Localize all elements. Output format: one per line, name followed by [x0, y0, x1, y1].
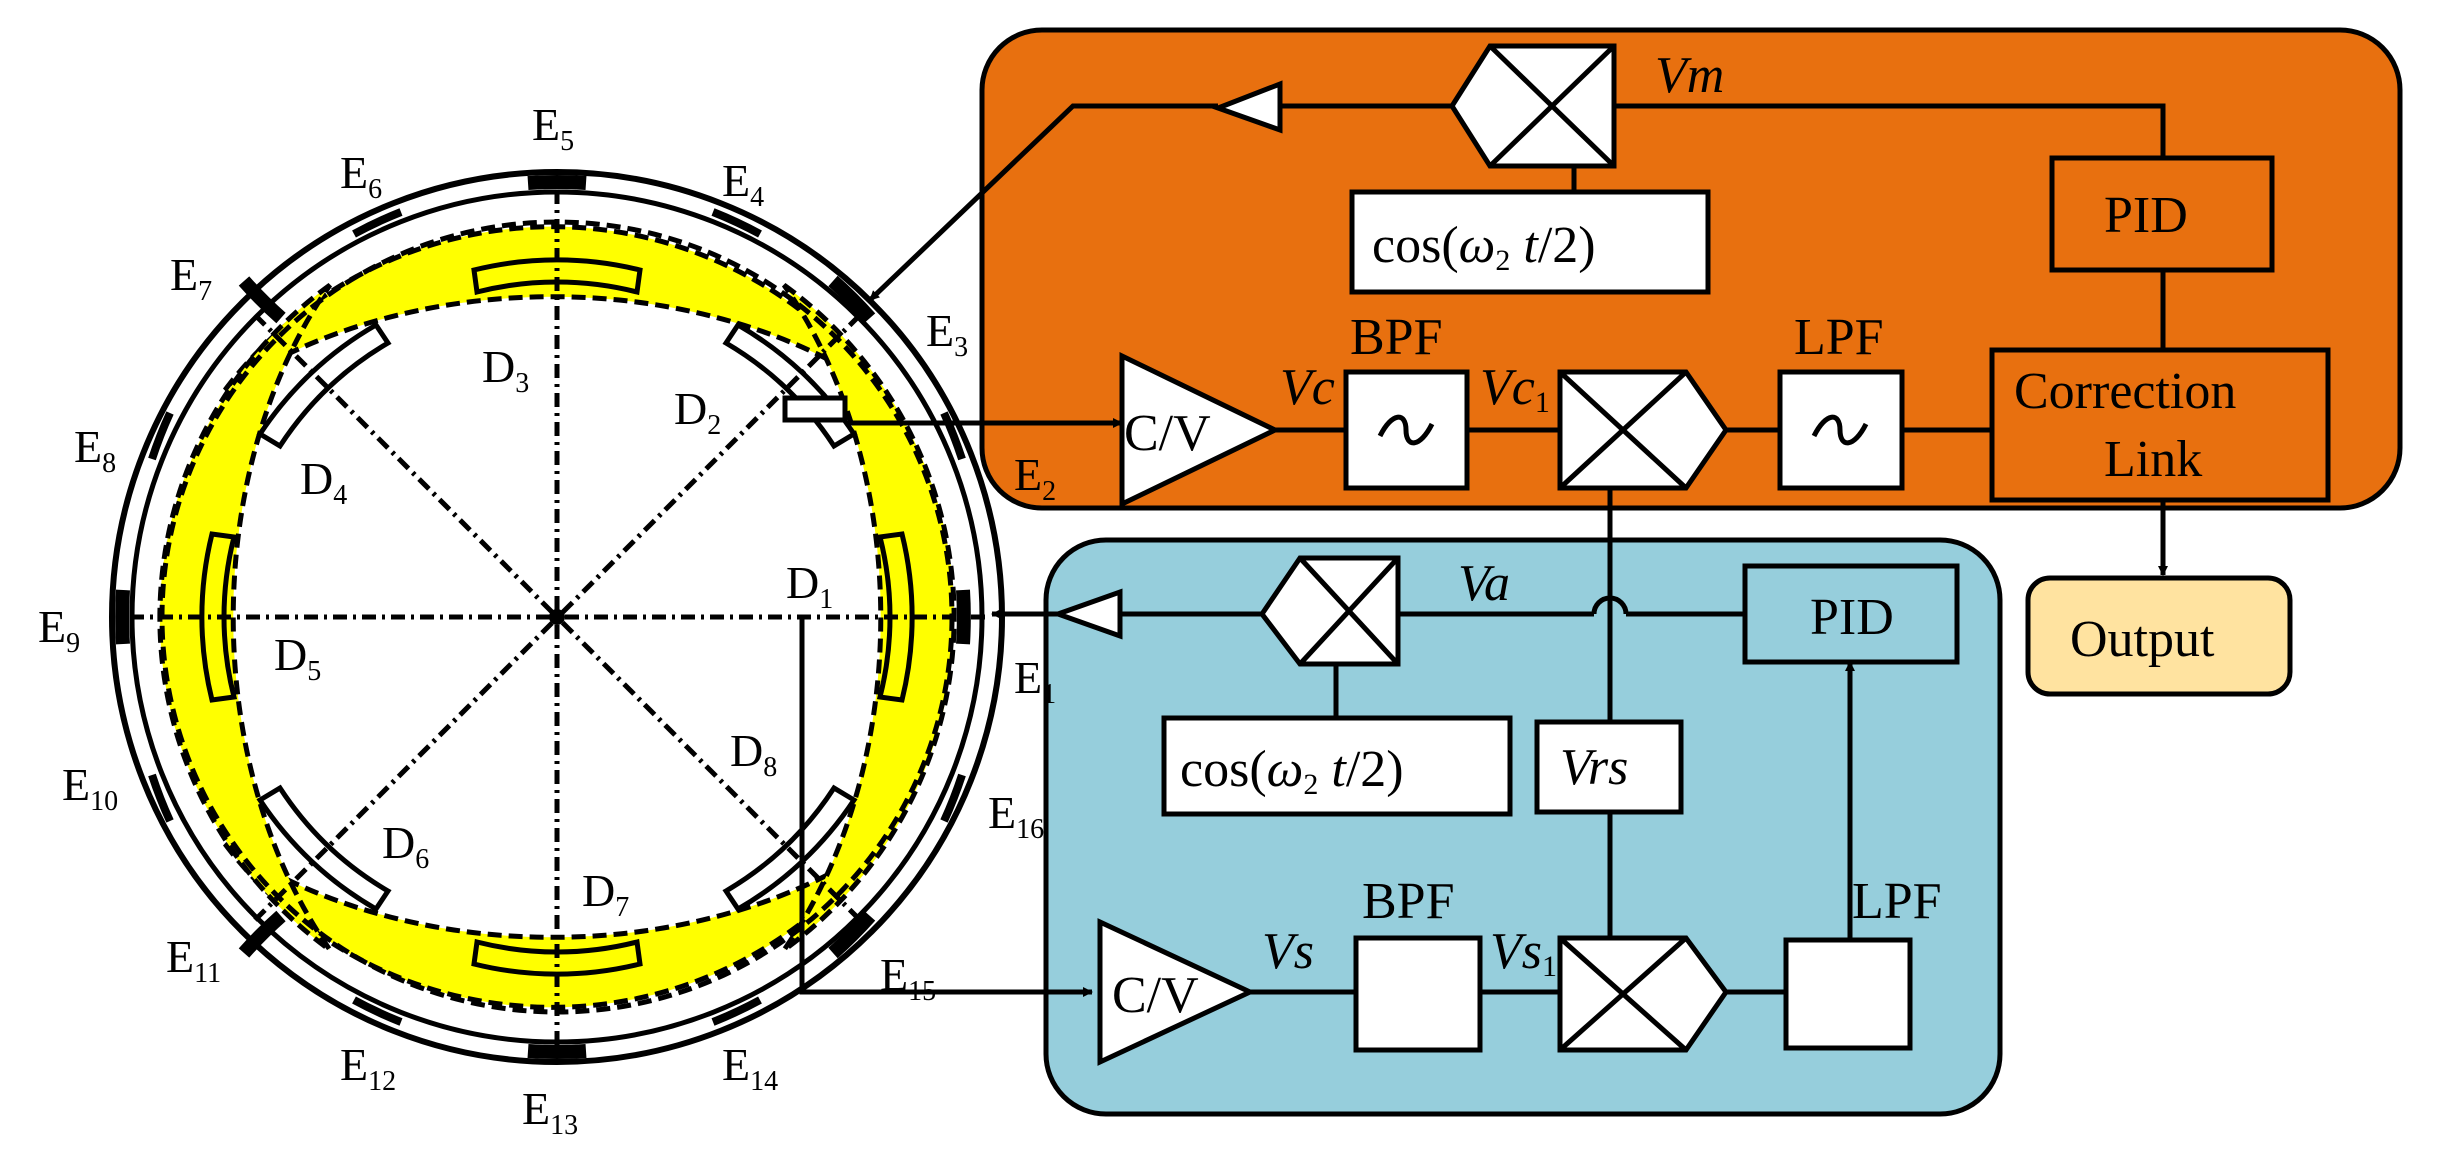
label-e7: E7	[170, 249, 212, 307]
label-d6: D6	[382, 817, 429, 875]
correction-label-2: Link	[2104, 431, 2202, 488]
vrs-box	[1534, 719, 1684, 815]
vm-label: Vm	[1655, 47, 1724, 104]
label-e1: E1	[1014, 652, 1056, 710]
electrodes	[115, 175, 971, 1059]
vc1-label: Vc1	[1480, 359, 1550, 419]
label-d5: D5	[274, 629, 321, 687]
sense-pid-box	[1742, 563, 1960, 665]
label-e16: E16	[988, 787, 1044, 845]
label-e4: E4	[722, 155, 764, 213]
label-e5: E5	[532, 99, 574, 157]
label-e12: E12	[340, 1039, 396, 1097]
label-d2: D2	[674, 383, 721, 441]
label-e8: E8	[74, 421, 116, 479]
output-box	[2025, 575, 2293, 697]
sense-cos-label: cos(ω2 t/2)	[1180, 741, 1404, 801]
label-d7: D7	[582, 865, 629, 923]
vrs-label: Vrs	[1560, 739, 1628, 796]
control-cos-label: cos(ω2 t/2)	[1372, 217, 1596, 277]
sense-pid-label: PID	[1810, 589, 1894, 646]
vc-label: Vc	[1280, 359, 1335, 416]
sense-bpf-label: BPF	[1362, 873, 1455, 930]
pickoff-labels: D1 D2 D3 D4 D5 D6 D7 D8	[274, 341, 833, 923]
vs-label: Vs	[1262, 923, 1314, 980]
control-cv-label: C/V	[1124, 405, 1211, 462]
control-modulator	[1449, 43, 1617, 169]
control-pid-label: PID	[2104, 187, 2188, 244]
sense-cos-box	[1161, 715, 1513, 817]
label-d1: D1	[786, 557, 833, 615]
control-blocks	[1119, 43, 2331, 508]
label-d8: D8	[730, 725, 777, 783]
vs1-label: Vs1	[1490, 923, 1557, 983]
sense-loop-panel	[1043, 537, 2003, 1117]
label-e3: E3	[926, 305, 968, 363]
correction-label-1: Correction	[2014, 363, 2236, 420]
sense-cv-label: C/V	[1112, 967, 1199, 1024]
label-d4: D4	[300, 453, 347, 511]
control-cv-amplifier	[1119, 352, 1281, 508]
wiring	[782, 103, 2168, 997]
label-e10: E10	[62, 759, 118, 817]
control-bpf-label: BPF	[1350, 309, 1443, 366]
control-cos-box	[1349, 189, 1711, 295]
sense-bpf-box	[1353, 935, 1483, 1053]
label-e11: E11	[166, 931, 221, 989]
electrode-labels: E1 E2 E3 E4 E5 E6 E7 E8 E9 E10 E11 E12 E…	[38, 99, 1056, 1141]
sense-lpf-label: LPF	[1852, 873, 1942, 930]
output-label: Output	[2070, 611, 2215, 668]
label-e9: E9	[38, 601, 80, 659]
control-demodulator	[1557, 369, 1730, 491]
va-label: Va	[1458, 555, 1510, 612]
label-e14: E14	[722, 1039, 778, 1097]
pickoffs	[199, 257, 915, 977]
control-drive-amplifier	[1210, 80, 1283, 134]
control-bpf-box	[1343, 369, 1470, 491]
resonator	[109, 169, 1005, 1065]
sense-modulator	[1258, 555, 1401, 667]
label-e15: E15	[880, 949, 936, 1007]
sense-cv-amplifier	[1097, 918, 1256, 1066]
label-d3: D3	[482, 341, 529, 399]
sense-drive-amplifier	[1050, 588, 1123, 640]
control-pid-box	[2049, 155, 2275, 273]
label-e6: E6	[340, 147, 382, 205]
sense-demodulator	[1557, 935, 1730, 1053]
label-e13: E13	[522, 1083, 578, 1141]
correction-link-box	[1989, 347, 2331, 503]
sense-lpf-box	[1783, 937, 1913, 1051]
sense-blocks	[1050, 555, 1960, 1066]
label-e2: E2	[1014, 449, 1056, 507]
control-lpf-label: LPF	[1794, 309, 1884, 366]
